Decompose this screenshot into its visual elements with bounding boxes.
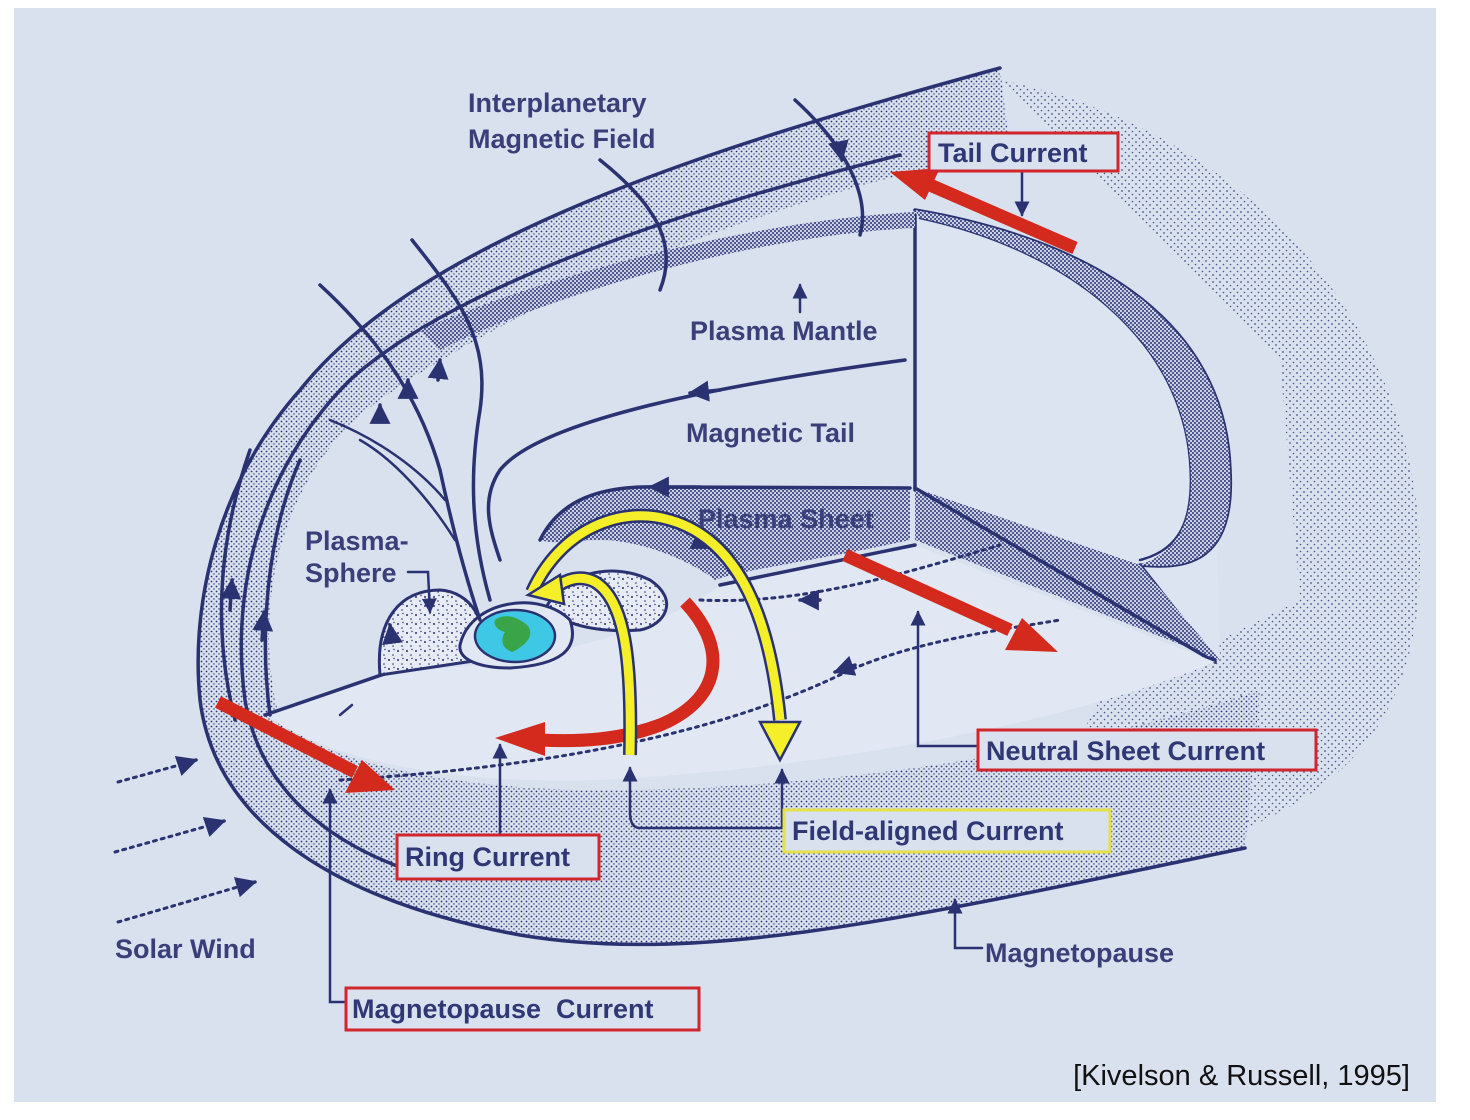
imf-field-line-kink — [793, 98, 865, 237]
cusp-line-1 — [328, 418, 447, 502]
label-plasma-sheet: Plasma Sheet — [698, 504, 874, 534]
inner-bow-field-line — [263, 458, 302, 717]
magnetopause-current-arrow — [215, 696, 395, 793]
tail-inner-rim — [918, 216, 1193, 562]
tail-rim-shading — [915, 210, 1231, 567]
label-plasmasphere-line2: Sphere — [305, 558, 397, 588]
box-ring-current: Ring Current — [395, 833, 601, 881]
ring-current-arrow — [495, 597, 720, 756]
plane-tick — [338, 703, 354, 717]
plasmasphere-leader — [406, 570, 437, 614]
magnetopause-outer-line — [196, 66, 1247, 947]
earth-landmass — [494, 616, 531, 652]
solar-wind-arrow-3 — [233, 877, 258, 898]
magnetopause-inner-line — [239, 153, 902, 882]
tail-field-arrow — [687, 380, 722, 402]
field-aligned-current-arrow-inner — [524, 571, 638, 756]
solar-wind-line-1 — [116, 760, 192, 784]
box-tail-current-text: Tail Current — [938, 138, 1088, 168]
equatorial-plane — [265, 545, 1215, 781]
plane-edge-left — [263, 670, 392, 717]
box-tail-current: Tail Current — [927, 131, 1120, 173]
magnetosheath-halo — [1000, 80, 1420, 880]
label-plasma-mantle: Plasma Mantle — [690, 316, 878, 346]
dayside-field-line-2 — [410, 238, 492, 602]
label-magnetic-tail: Magnetic Tail — [686, 418, 855, 448]
field-arrow-4 — [220, 577, 242, 612]
box-magnetopause-current: Magnetopause Current — [344, 986, 701, 1032]
field-arrow-5 — [252, 609, 274, 642]
plasma-sheet-edge — [913, 486, 1217, 664]
neutral-sheet-current-arrow — [842, 549, 1058, 652]
solar-wind-arrow-2 — [202, 817, 226, 837]
solar-wind-line-3 — [116, 882, 250, 924]
magnetopause-leader — [947, 898, 984, 950]
box-neutral-sheet-current: Neutral Sheet Current — [976, 728, 1318, 772]
tail-current-arrow — [890, 168, 1078, 254]
fac-leader-left — [622, 766, 784, 830]
solar-wind-arrow-1 — [174, 756, 198, 776]
magnetic-tail-field-line — [486, 358, 907, 562]
magnetopause-boundary — [198, 68, 1261, 945]
cusp-line-2 — [358, 438, 457, 542]
box-neutral-sheet-current-text: Neutral Sheet Current — [986, 736, 1265, 766]
box-magnetopause-current-text: Magnetopause Current — [352, 994, 654, 1024]
field-arrow-3 — [427, 357, 449, 382]
dayside-field-line-1 — [318, 283, 482, 622]
label-imf-line1: Interplanetary — [468, 88, 647, 118]
label-imf-line2: Magnetic Field — [468, 124, 656, 154]
imf-arrow — [827, 139, 849, 163]
label-solar-wind: Solar Wind — [115, 934, 256, 964]
neutral-sheet-leader — [910, 610, 980, 748]
plasma-mantle-band — [420, 212, 915, 350]
field-aligned-current-arrow-outer — [525, 508, 803, 763]
box-ring-current-text: Ring Current — [405, 842, 570, 872]
label-magnetopause: Magnetopause — [985, 938, 1174, 968]
flow-arrow-front — [833, 655, 857, 676]
imf-pointer-line — [598, 158, 668, 292]
box-field-aligned-current-text: Field-aligned Current — [792, 816, 1064, 846]
solar-wind-line-2 — [113, 821, 220, 854]
flow-line-back — [698, 543, 1002, 603]
plasmasphere-arrow — [382, 622, 403, 646]
plane-edge-back — [718, 543, 917, 587]
box-field-aligned-current: Field-aligned Current — [782, 808, 1112, 854]
label-plasmasphere-line1: Plasma- — [305, 526, 409, 556]
citation: [Kivelson & Russell, 1995] — [1073, 1060, 1410, 1092]
